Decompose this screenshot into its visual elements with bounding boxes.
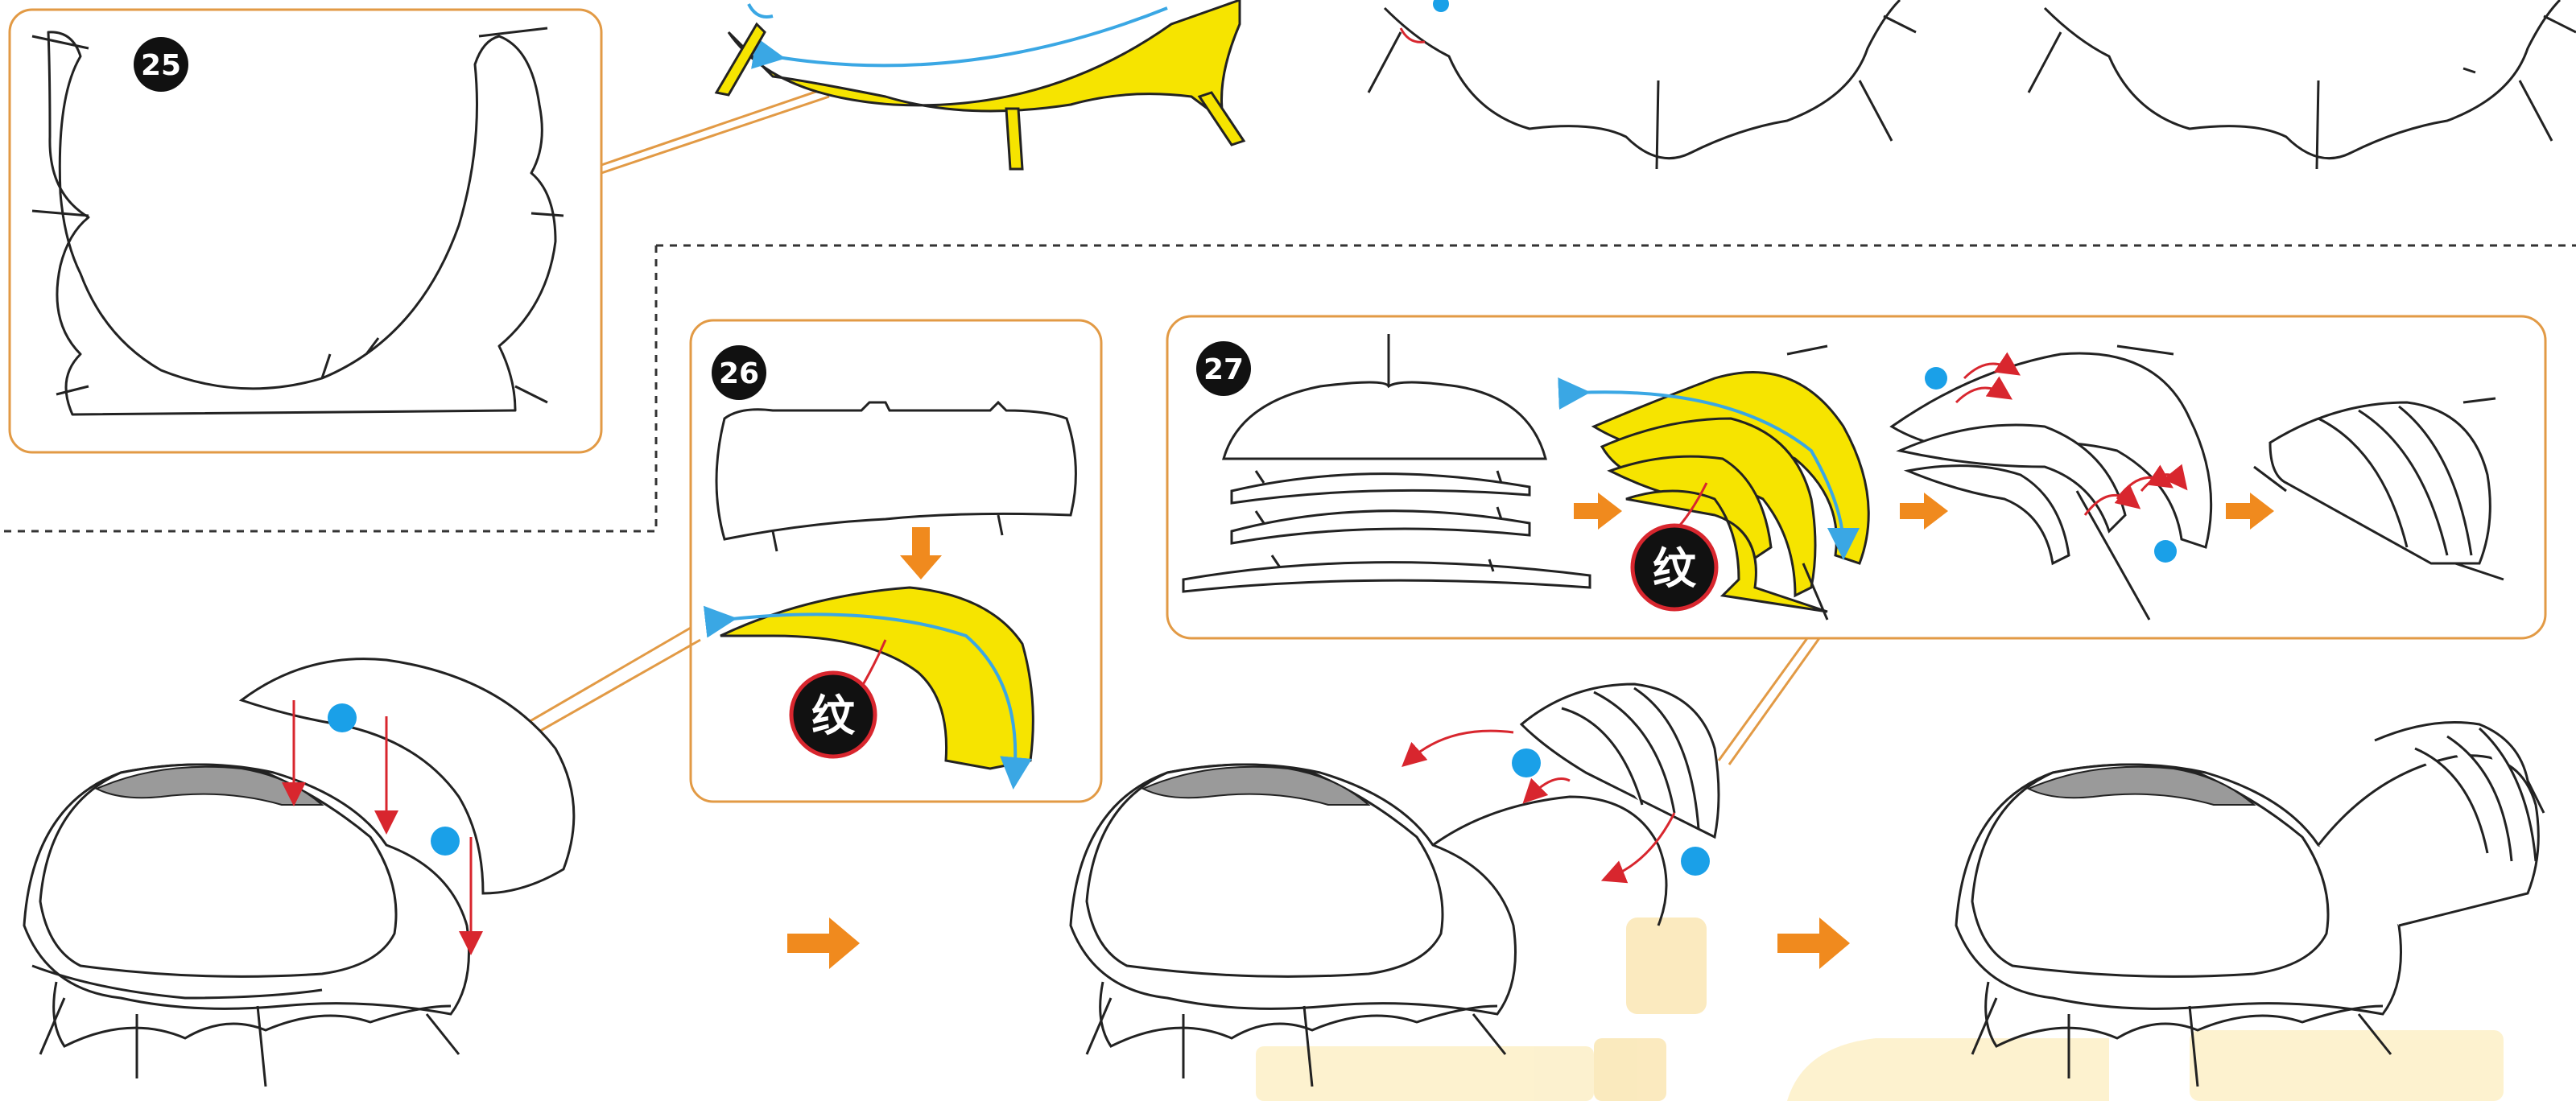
orange-right-arrow [1777,918,1850,969]
top-body-outline-2 [2029,0,2576,169]
texture-char-26: 纹 [811,691,856,741]
blue-dot [1512,748,1541,777]
top-body-outline-1 [1368,0,1916,169]
step-25-number: 25 [141,49,181,82]
panel-step-27: 纹 27 [1167,316,2545,765]
top-yellow-assembly [716,0,1244,169]
blue-dot [328,703,357,732]
step-27-number: 27 [1203,353,1244,386]
step-26-number: 26 [719,357,759,390]
texture-char-27: 纹 [1653,543,1697,594]
blue-dot [2154,540,2177,563]
bottom-assembly-left [24,659,574,1087]
blue-dot [1925,367,1947,390]
orange-right-arrow [787,918,860,969]
bottom-assembly-middle [1071,684,1719,1087]
blue-dot [1681,847,1710,876]
blue-dot [431,827,460,856]
